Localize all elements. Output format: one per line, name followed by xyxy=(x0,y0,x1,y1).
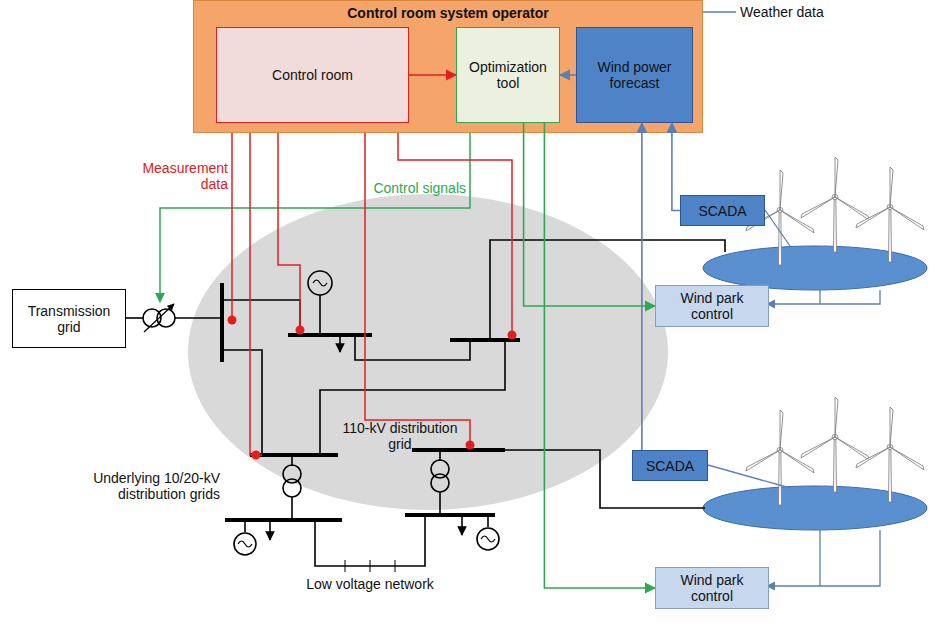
signal-arrow xyxy=(524,123,655,306)
forecast-box: Wind power forecast xyxy=(576,27,693,123)
annotation-label: Weather data xyxy=(740,4,850,20)
annotation-label: 110-kV distribution grid xyxy=(330,420,470,452)
scada-box: SCADA xyxy=(632,450,708,481)
node-text: Wind park control xyxy=(656,570,768,606)
annotation-label: Control signals xyxy=(372,180,466,196)
node-text: Transmission grid xyxy=(13,301,125,337)
signal-arrow xyxy=(560,74,576,76)
signal-arrow xyxy=(672,123,680,211)
transmission-box: Transmission grid xyxy=(12,289,126,348)
node-text: Wind park control xyxy=(656,288,768,324)
park-control-box: Wind park control xyxy=(655,285,769,327)
signal-arrow xyxy=(544,123,655,588)
park-control-box: Wind park control xyxy=(655,567,769,609)
node-text: Control room xyxy=(268,65,357,85)
node-text: Control room system operator xyxy=(343,3,552,23)
node-text: SCADA xyxy=(694,201,750,221)
scada-box: SCADA xyxy=(680,195,765,226)
control-room-box: Control room xyxy=(216,27,409,123)
signal-arrow xyxy=(409,74,456,76)
operator-panel: Control room system operatorControl room… xyxy=(193,0,703,133)
node-text: Wind power forecast xyxy=(577,57,692,93)
annotation-label: Underlying 10/20-kV distribution grids xyxy=(70,470,220,502)
annotation-label: Low voltage network xyxy=(290,576,450,592)
optimization-box: Optimization tool xyxy=(456,27,560,123)
node-text: SCADA xyxy=(642,456,698,476)
annotation-label: Measurement data xyxy=(138,160,228,192)
signal-arrow xyxy=(641,123,643,450)
node-text: Optimization tool xyxy=(457,57,559,93)
